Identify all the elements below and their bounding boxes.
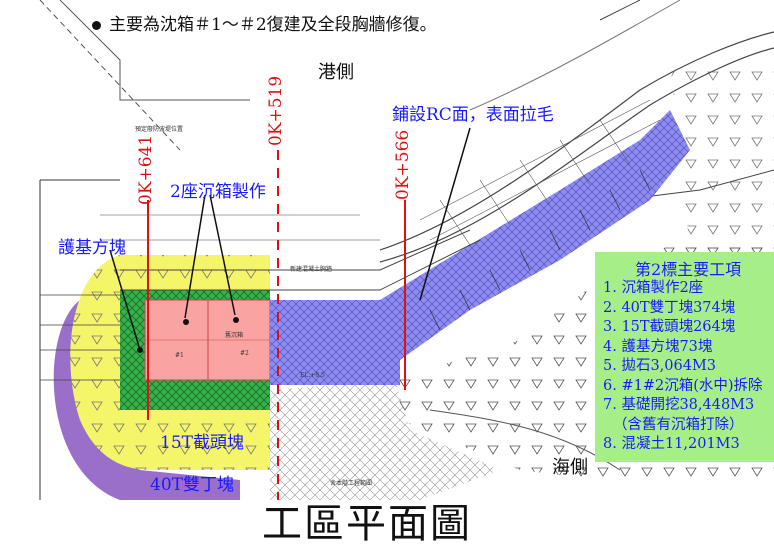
- block-grid: [429, 169, 651, 331]
- legend-item: 2. 40T雙丁塊374塊: [603, 299, 736, 316]
- legend-item: 6. #1#2沉箱(水中)拆除: [603, 377, 763, 394]
- dashed-boundary-line: [39, 0, 181, 151]
- note-caisson-1: #1: [175, 352, 184, 359]
- note-work-area: 舍本階工程範圍: [330, 480, 373, 487]
- boundary-line: [59, 0, 250, 101]
- rc-surface-label: 鋪設RC面，表面拉毛: [392, 105, 554, 125]
- harbor-side-label: 港側: [318, 62, 354, 83]
- legend-item: 8. 混凝土11,201M3: [603, 436, 740, 452]
- legend-list: 1. 沉箱製作2座 2. 40T雙丁塊374塊 3. 15T截頭塊264塊 4.…: [603, 279, 763, 455]
- block-15t-label: 15T截頭塊: [160, 433, 244, 453]
- block-40t-label: 40T雙丁塊: [150, 475, 234, 495]
- wall-line: [120, 229, 471, 271]
- legend-item: 3. 15T截頭塊264塊: [603, 319, 736, 335]
- pointer-rc: [419, 127, 471, 301]
- note-new-wall: 新建混凝土胸牆: [290, 266, 333, 273]
- bullet-icon: [92, 21, 101, 30]
- note-drain: 預定廢防波堤位置: [135, 126, 184, 133]
- legend-title: 第2標主要工項: [635, 260, 742, 279]
- work-items-legend: 第2標主要工項 1. 沉箱製作2座 2. 40T雙丁塊374塊 3. 15T截頭…: [595, 252, 774, 462]
- legend-item: 5. 拋石3,064M3: [603, 358, 717, 374]
- pointer-caisson-1: [184, 194, 206, 319]
- legend-item: 7. 基礎開挖38,448M3: [603, 397, 755, 413]
- legend-item: （含舊有沉箱打除）: [613, 416, 744, 433]
- milepost-label-566: 0K+566: [393, 129, 413, 200]
- caisson-making-label: 2座沉箱製作: [170, 182, 266, 202]
- milepost-label-519: 0K+519: [266, 75, 286, 146]
- note-caisson-2: #2: [240, 350, 249, 357]
- rc-surface-area: [270, 110, 690, 385]
- armor-marker: [137, 347, 143, 353]
- block-rows: [419, 99, 661, 241]
- block-grid-2: [439, 119, 631, 246]
- bullet-text: 主要為沈箱＃1～＃2復建及全段胸牆修復。: [109, 15, 437, 35]
- sea-side-label: 海側: [552, 457, 588, 478]
- rubble-area: [270, 380, 500, 500]
- caisson-marker-1: [183, 319, 189, 325]
- bullet-note: 主要為沈箱＃1～＃2復建及全段胸牆修復。: [92, 10, 437, 35]
- tripod-area: [670, 60, 774, 250]
- note-old-caisson: 舊沉箱: [225, 332, 244, 339]
- caisson-marker-2: [233, 317, 239, 323]
- note-elevation: EL.+8.5: [300, 372, 325, 379]
- road-line-3: [599, 0, 641, 21]
- wall-line-3: [40, 294, 120, 381]
- milepost-label-641: 0K+641: [136, 134, 156, 205]
- page-caption: 工區平面圖: [262, 501, 472, 547]
- pointer-caisson-2: [209, 194, 236, 316]
- legend-item: 4. 護基方塊73塊: [603, 338, 713, 355]
- pointer-armor: [109, 249, 141, 351]
- road-line-4: [469, 0, 681, 111]
- wall-line-2: [120, 239, 481, 291]
- legend-item: 1. 沉箱製作2座: [603, 280, 704, 296]
- armor-blocks-label: 護基方塊: [58, 238, 126, 258]
